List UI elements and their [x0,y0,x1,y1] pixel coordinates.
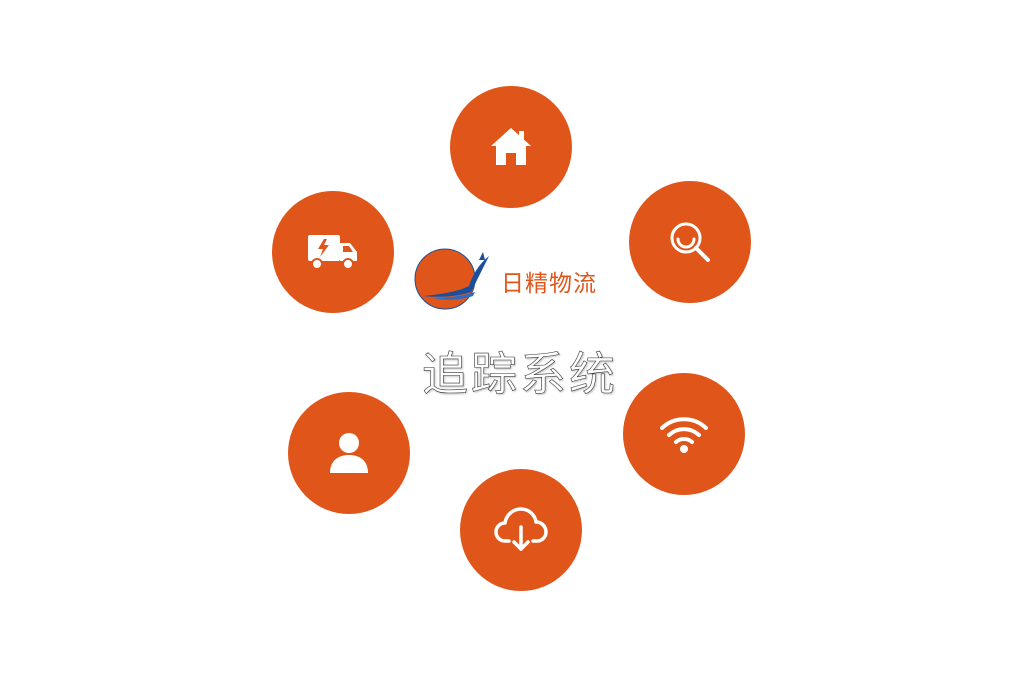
delivery-truck-icon [306,231,360,273]
home-icon [488,124,534,170]
user-icon [327,430,371,476]
user-button[interactable] [288,392,410,514]
delivery-truck-button[interactable] [272,191,394,313]
cloud-download-icon [493,505,549,555]
company-logo: 日精物流 [413,246,623,312]
home-button[interactable] [450,86,572,208]
search-icon [665,217,715,267]
page-title: 追踪系统 [422,347,618,402]
wifi-button[interactable] [623,373,745,495]
brand-name: 日精物流 [501,271,597,297]
search-button[interactable] [629,181,751,303]
bird-emblem-icon [413,246,497,316]
wifi-icon [658,412,710,456]
cloud-download-button[interactable] [460,469,582,591]
